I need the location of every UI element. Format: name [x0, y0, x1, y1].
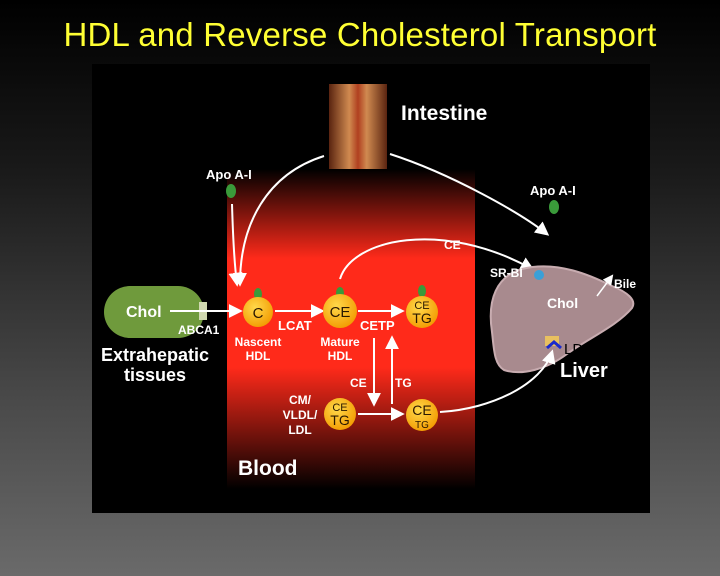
cetp-tg-label: TG: [412, 310, 431, 326]
hdl-diagram: Intestine Apo A-I Apo A-I CE Bile SR-BI …: [101, 84, 636, 489]
nascent-hdl-label-2: HDL: [246, 349, 271, 363]
extrahepatic-label-2: tissues: [124, 365, 186, 385]
chol-liver-label: Chol: [547, 295, 578, 311]
ldlr-icon: [546, 340, 562, 350]
lcat-label: LCAT: [278, 318, 312, 333]
blood-region: [227, 169, 475, 489]
nascent-c-label: C: [253, 305, 264, 322]
apoai-right-icon: [549, 200, 559, 214]
mature-hdl-particle: [323, 294, 357, 328]
lipoprotein-particle-1: [324, 398, 356, 430]
chol-tissue-label: Chol: [126, 304, 162, 321]
intestine-label: Intestine: [401, 102, 487, 125]
ce-down-label: CE: [350, 376, 367, 390]
apo-nascent-icon: [254, 288, 262, 300]
arrow-particle2-to-liver: [439, 349, 556, 413]
particle2-ce-label: CE: [412, 402, 431, 418]
apoai-left-icon: [226, 184, 236, 198]
arrow-liver-to-bile: [596, 274, 614, 297]
particle1-tg-label: TG: [330, 412, 349, 428]
cm-label-2: VLDL/: [283, 408, 318, 422]
cetp-label: CETP: [360, 318, 395, 333]
apo-cetp-icon: [418, 285, 426, 297]
arrow-ce-to-srbi: [339, 238, 535, 280]
cetp-particle: [406, 296, 438, 328]
cm-label-1: CM/: [289, 393, 312, 407]
cetp-ce-label: CE: [414, 300, 429, 312]
ce-top-label: CE: [444, 238, 461, 252]
apoai-left-label: Apo A-I: [206, 167, 252, 182]
liver-shape: [489, 265, 635, 374]
lipoprotein-particle-2: [406, 399, 438, 431]
ldlr-label: LDL-R: [564, 341, 608, 358]
arrow-intestine-to-nascent: [233, 155, 325, 287]
particle2-tg-label: TG: [415, 420, 429, 431]
mature-hdl-label-1: Mature: [320, 335, 360, 349]
srbi-icon: [534, 270, 544, 280]
srbi-label: SR-BI: [490, 266, 523, 280]
diagram-panel: Intestine Apo A-I Apo A-I CE Bile SR-BI …: [92, 64, 650, 513]
arrow-apoai-to-nascent: [228, 203, 243, 287]
particle1-ce-label: CE: [332, 402, 347, 414]
blood-label: Blood: [238, 457, 297, 480]
mature-ce-label: CE: [330, 304, 351, 321]
page-title: HDL and Reverse Cholesterol Transport: [63, 16, 657, 53]
chol-tissue-shape: [104, 286, 204, 338]
tg-up-label: TG: [395, 376, 412, 390]
cm-label-3: LDL: [288, 423, 311, 437]
intestine-image: [329, 84, 387, 169]
mature-hdl-label-2: HDL: [328, 349, 353, 363]
nascent-hdl-particle: [243, 297, 273, 327]
apoai-right-label: Apo A-I: [530, 183, 576, 198]
arrow-intestine-to-liver: [389, 153, 550, 236]
extrahepatic-label-1: Extrahepatic: [101, 345, 209, 365]
abca1-label: ABCA1: [178, 323, 220, 337]
bile-label: Bile: [614, 277, 636, 291]
liver-label: Liver: [560, 360, 608, 382]
ldlr-receptor-icon: [545, 336, 559, 346]
nascent-hdl-label-1: Nascent: [235, 335, 282, 349]
